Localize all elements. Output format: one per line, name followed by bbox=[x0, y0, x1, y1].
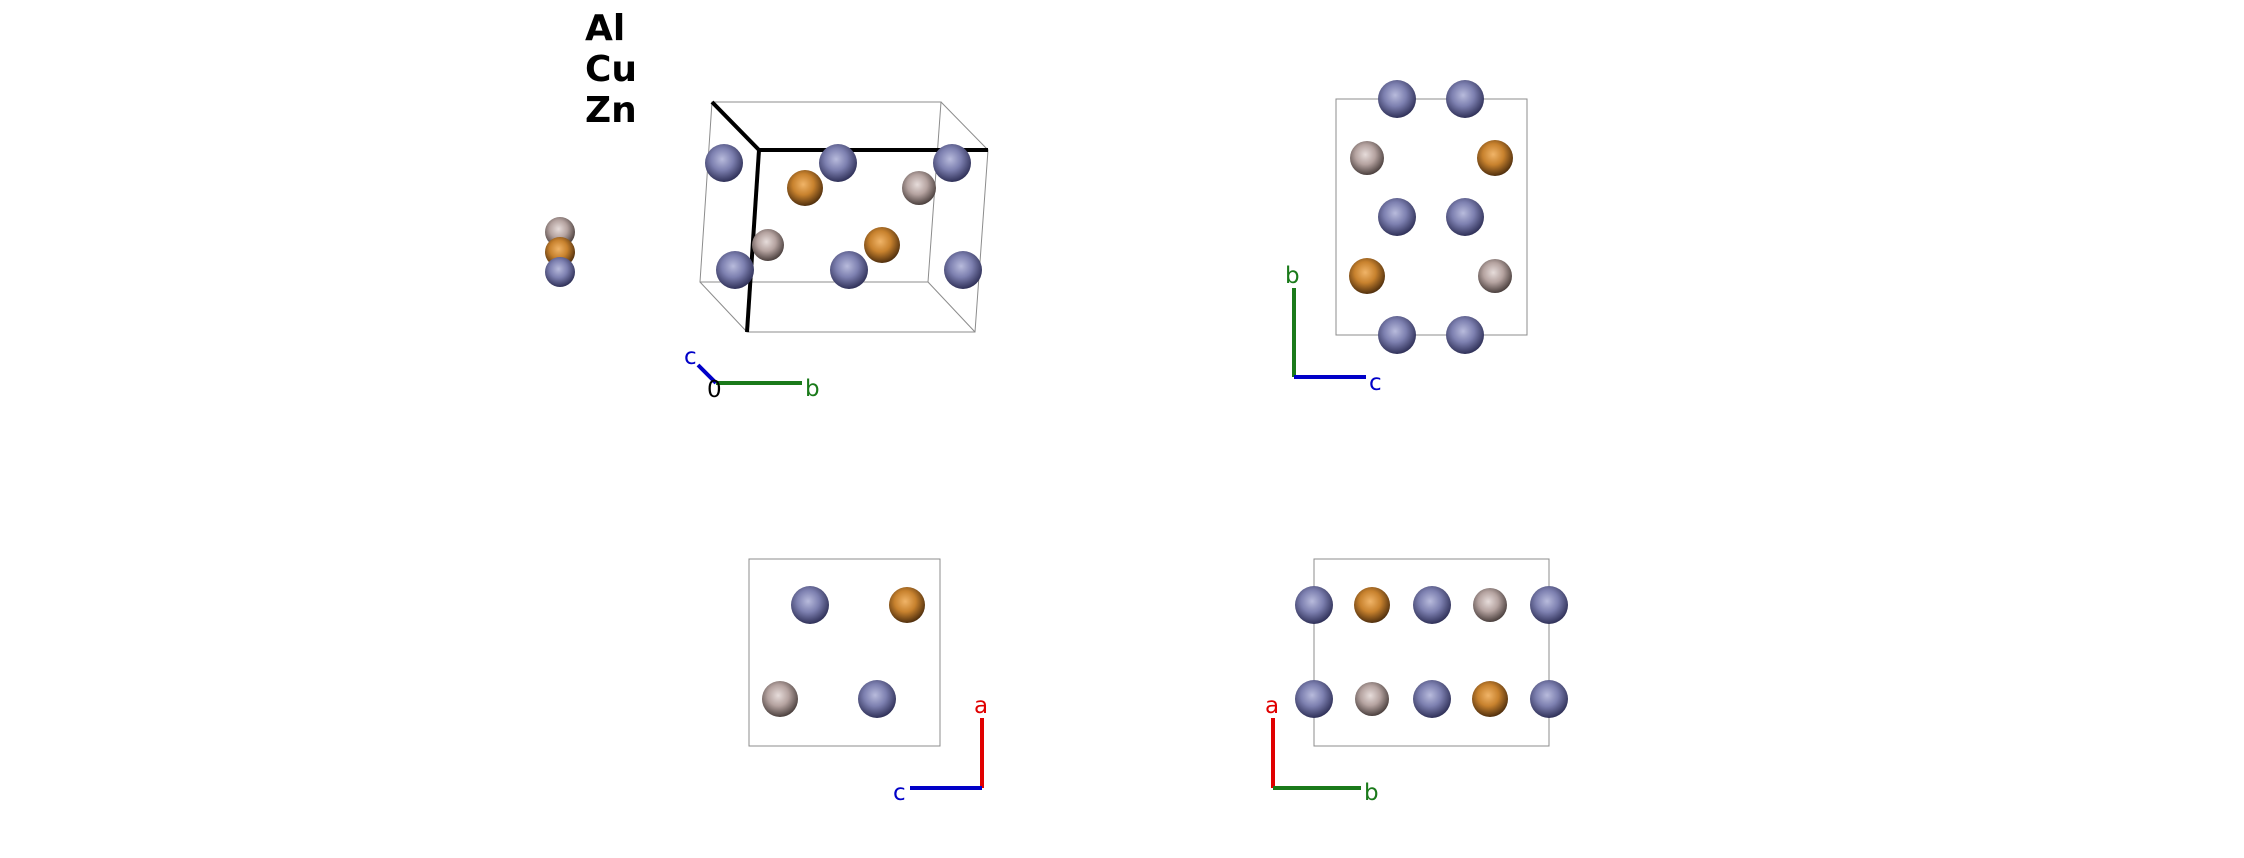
legend-item-al: Al bbox=[585, 8, 626, 49]
atom-cu bbox=[787, 170, 823, 206]
atom-zn bbox=[1530, 586, 1568, 624]
atom-zn bbox=[933, 144, 971, 182]
axis-b-label: b bbox=[1285, 263, 1300, 289]
atom-al bbox=[752, 229, 784, 261]
atom-al bbox=[1478, 259, 1512, 293]
legend-item-zn: Zn bbox=[585, 90, 637, 131]
unit-cell-outline bbox=[1313, 558, 1550, 747]
atom-zn bbox=[1446, 316, 1484, 354]
atom-zn bbox=[1530, 680, 1568, 718]
axis-c-label: c bbox=[1369, 370, 1382, 396]
axis-c-line bbox=[696, 363, 718, 385]
element-legend: Al Cu Zn bbox=[585, 8, 637, 131]
atom-zn bbox=[944, 251, 982, 289]
atom-zn bbox=[1378, 80, 1416, 118]
unit-cell-outline bbox=[1335, 98, 1528, 336]
atoms-view-4 bbox=[1295, 586, 1568, 718]
atoms-perspective bbox=[545, 144, 982, 289]
atom-zn bbox=[1378, 316, 1416, 354]
atom-zn bbox=[716, 251, 754, 289]
atom-zn bbox=[1295, 586, 1333, 624]
atom-zn bbox=[1413, 586, 1451, 624]
atom-zn bbox=[791, 586, 829, 624]
axis-b-label: b bbox=[1364, 780, 1379, 806]
atom-cu bbox=[1354, 587, 1390, 623]
legend-item-cu: Cu bbox=[585, 49, 638, 90]
axis-indicator-perspective: c b 0 bbox=[684, 344, 820, 403]
atom-zn bbox=[819, 144, 857, 182]
atom-cu bbox=[864, 227, 900, 263]
atom-zn bbox=[1413, 680, 1451, 718]
atom-zn bbox=[858, 680, 896, 718]
axis-b-label: b bbox=[805, 376, 820, 402]
axis-a-label: a bbox=[1265, 693, 1279, 719]
atoms-view-2 bbox=[1349, 80, 1513, 354]
atom-al bbox=[1350, 141, 1384, 175]
axis-a-label: a bbox=[974, 693, 988, 719]
origin-label: 0 bbox=[707, 377, 722, 403]
atom-zn bbox=[1295, 680, 1333, 718]
atom-zn bbox=[705, 144, 743, 182]
view-along-b: a c bbox=[748, 558, 988, 806]
atom-al bbox=[1355, 682, 1389, 716]
atom-zn bbox=[545, 257, 575, 287]
atom-zn bbox=[1378, 198, 1416, 236]
atom-zn bbox=[1446, 80, 1484, 118]
atom-al bbox=[762, 681, 798, 717]
unit-cell-bold-edges bbox=[710, 100, 988, 333]
axis-indicator-view-3: a c bbox=[893, 693, 988, 806]
atom-al bbox=[1473, 588, 1507, 622]
view-along-c: a b bbox=[1265, 558, 1568, 806]
atom-cu bbox=[1477, 140, 1513, 176]
axis-c-label: c bbox=[684, 344, 697, 370]
perspective-view: c b 0 bbox=[545, 100, 989, 403]
atom-al bbox=[902, 171, 936, 205]
axis-indicator-view-4: a b bbox=[1265, 693, 1379, 806]
atom-zn bbox=[830, 251, 868, 289]
atom-zn bbox=[1446, 198, 1484, 236]
unit-cell-outline bbox=[748, 558, 941, 747]
axis-c-label: c bbox=[893, 780, 906, 806]
axis-indicator-view-2: b c bbox=[1285, 263, 1382, 396]
atoms-view-3 bbox=[762, 586, 925, 718]
atom-cu bbox=[889, 587, 925, 623]
atom-cu bbox=[1472, 681, 1508, 717]
atom-cu bbox=[1349, 258, 1385, 294]
view-along-a: b c bbox=[1285, 80, 1528, 396]
